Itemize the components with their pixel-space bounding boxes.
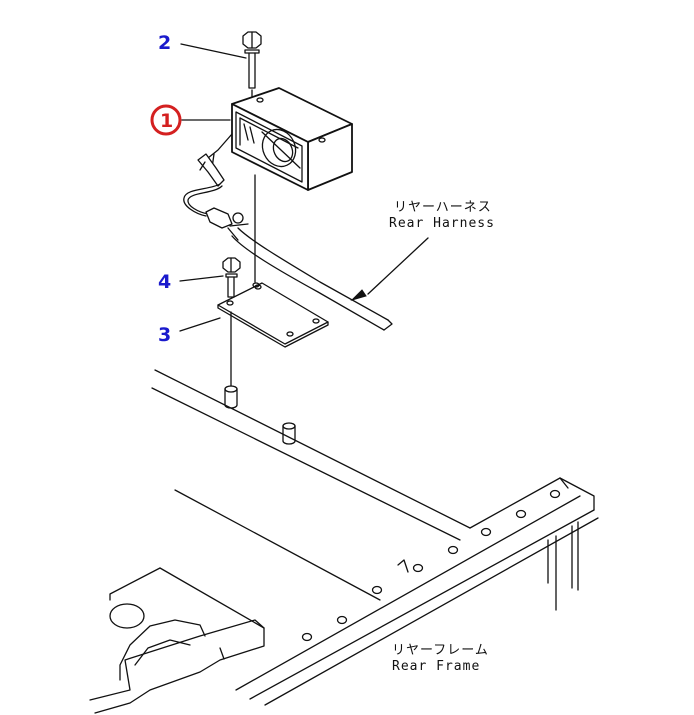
rear-frame-label-en: Rear Frame (392, 659, 480, 674)
frame-boss-left (224, 385, 238, 409)
callout-1-number: 1 (160, 110, 173, 132)
rear-harness-label-jp: リヤーハーネス (394, 200, 492, 215)
callout-2-number: 2 (158, 32, 171, 54)
rear-harness-label: リヤーハーネス Rear Harness (389, 200, 495, 231)
rear-frame-label-jp: リヤーフレーム (392, 643, 489, 658)
alarm-wire (183, 133, 249, 241)
highlight-ring (150, 104, 182, 136)
callout-3: 3 (158, 324, 171, 346)
rear-harness-cable (231, 227, 393, 331)
rear-frame-label: リヤーフレーム Rear Frame (392, 643, 489, 674)
leader-lines (179, 43, 429, 332)
callout-3-number: 3 (158, 324, 171, 346)
rear-harness-label-en: Rear Harness (389, 216, 495, 231)
callout-2: 2 (158, 32, 171, 54)
long-bolt (242, 31, 262, 89)
mounting-plate (217, 282, 329, 348)
small-bolt (222, 257, 241, 298)
rear-frame (89, 369, 599, 714)
frame-holes (301, 489, 561, 642)
frame-boss-right (282, 422, 296, 445)
callout-4: 4 (158, 271, 171, 293)
alarm-box (231, 87, 353, 191)
callout-1: 1 (150, 104, 182, 136)
callout-4-number: 4 (158, 271, 171, 293)
